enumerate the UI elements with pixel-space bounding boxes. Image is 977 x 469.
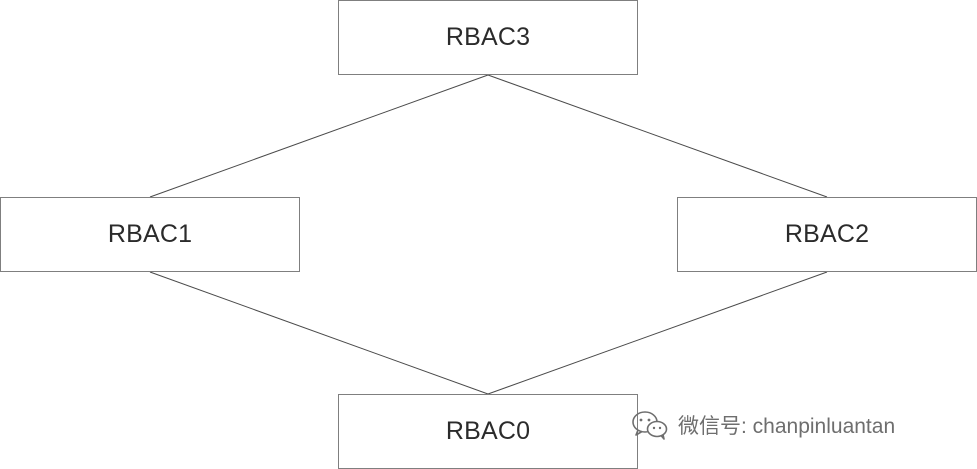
edge-rbac3-rbac1: [149, 74, 489, 198]
edge-rbac2-rbac0: [487, 271, 828, 395]
watermark: 微信号: chanpinluantan: [630, 409, 895, 441]
node-rbac3: RBAC3: [338, 0, 638, 75]
wechat-icon: [630, 409, 670, 441]
node-rbac1: RBAC1: [0, 197, 300, 272]
node-rbac2: RBAC2: [677, 197, 977, 272]
edge-rbac3-rbac2: [487, 74, 828, 198]
edge-rbac1-rbac0: [149, 271, 489, 395]
node-rbac3-label: RBAC3: [445, 23, 531, 51]
node-rbac0-label: RBAC0: [445, 417, 531, 445]
node-rbac2-label: RBAC2: [784, 220, 870, 248]
watermark-text: 微信号: chanpinluantan: [678, 415, 896, 438]
node-rbac1-label: RBAC1: [107, 220, 193, 248]
node-rbac0: RBAC0: [338, 394, 638, 469]
